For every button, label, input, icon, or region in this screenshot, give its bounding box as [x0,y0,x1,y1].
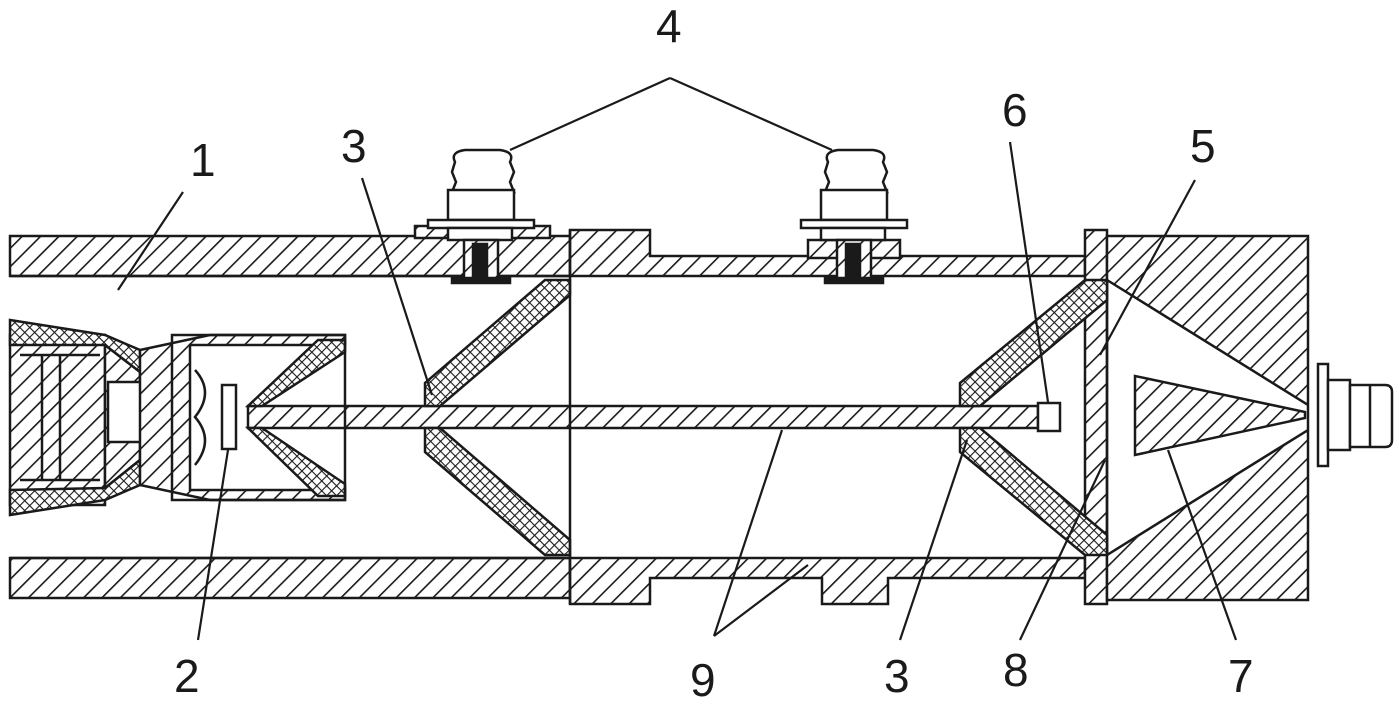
rod-probe-tip [1036,401,1062,433]
leader-4-left [509,76,671,152]
middle-tube-bottom-wall [568,556,1087,606]
leader-6 [1008,141,1050,403]
right-end-connector [1316,362,1394,468]
leader-3-right [898,439,969,641]
label-3-left: 3 [341,120,367,172]
leader-7 [1166,449,1238,641]
dividing-cone-right-upper [958,278,1109,408]
left-cone-lower [244,426,347,498]
left-tube-bottom-wall [8,556,572,600]
label-2: 2 [174,650,200,702]
cone-insert [1133,374,1307,457]
leader-9-up [712,429,784,637]
label-1: 1 [190,134,216,186]
dividing-cone-left-upper [423,278,572,408]
label-7: 7 [1228,650,1254,702]
leader-2 [196,449,230,641]
leader-1 [117,191,184,291]
end-block [1105,234,1310,602]
label-3-right: 3 [884,650,910,702]
label-4: 4 [656,0,682,52]
dividing-cone-left-lower [423,426,572,557]
dividing-cone-right-lower [958,426,1109,557]
leader-9-down [713,564,809,637]
leader-4-right [669,76,833,152]
disc-spring-core [220,383,238,451]
label-9: 9 [690,654,716,706]
label-6: 6 [1002,84,1028,136]
left-cone-upper [244,338,347,408]
leader-3-left [360,177,434,396]
label-5: 5 [1190,120,1216,172]
disc-spring-left-arc [193,369,207,466]
central-rod [246,404,1040,430]
leader-5 [1099,179,1196,356]
leader-8 [1019,459,1106,641]
disc-housing-outline [170,333,347,502]
sensor-left [426,148,536,285]
label-8: 8 [1003,644,1029,696]
sensor-right [799,148,909,285]
